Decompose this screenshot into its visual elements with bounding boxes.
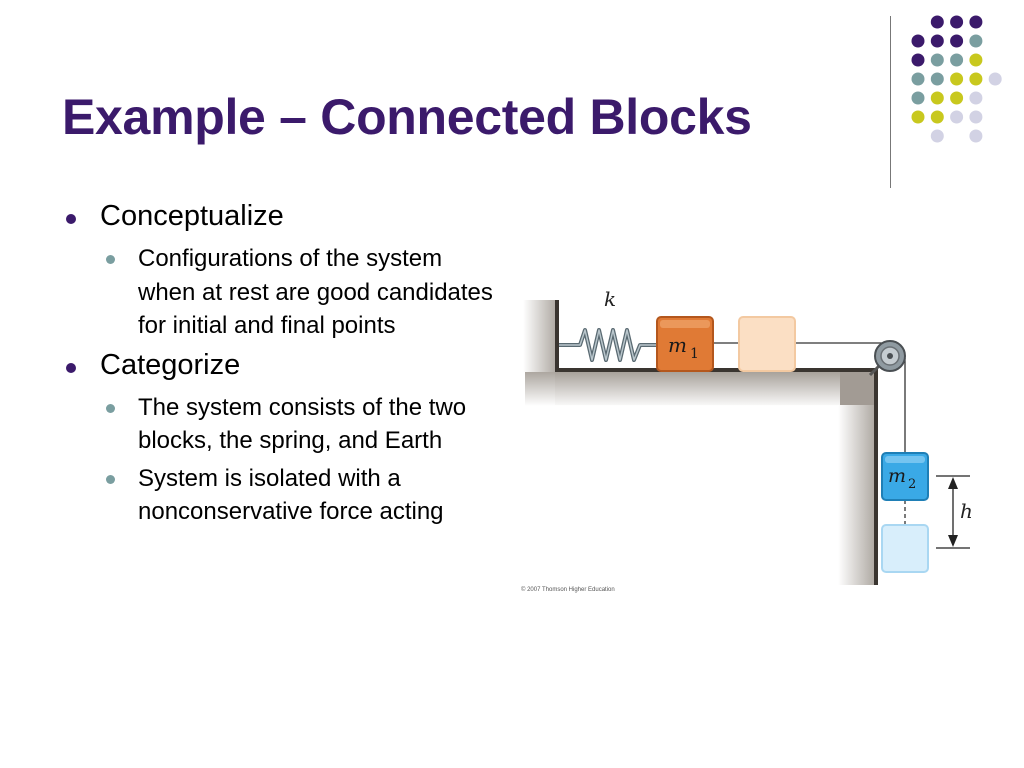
sub-bullet-configurations: Configurations of the system when at res… <box>100 242 498 343</box>
decorative-dot <box>950 72 964 86</box>
decorative-dot <box>969 15 983 29</box>
block-m1 <box>656 316 714 372</box>
decorative-dot <box>911 91 925 105</box>
sub-bullet-system-consists: The system consists of the two blocks, t… <box>100 391 498 458</box>
bullet-conceptualize: Conceptualize <box>62 198 502 234</box>
block-m1-final-position <box>738 316 796 372</box>
decorative-dot <box>969 34 983 48</box>
decorative-dot <box>911 110 925 124</box>
divider-line <box>890 16 891 188</box>
copyright-notice: © 2007 Thomson Higher Education <box>521 586 615 593</box>
spring-label: k <box>604 287 616 311</box>
left-wall <box>523 300 559 372</box>
block-m1-subscript: 1 <box>690 346 699 362</box>
bullet-list: Conceptualize Configurations of the syst… <box>62 198 502 533</box>
decorative-dot <box>969 91 983 105</box>
bullet-categorize: Categorize <box>62 347 502 383</box>
slide-title: Example – Connected Blocks <box>62 89 752 145</box>
decorative-dot <box>911 53 925 67</box>
decorative-dot <box>930 110 944 124</box>
block-m2-label: m <box>888 465 906 487</box>
decorative-dot <box>930 34 944 48</box>
decorative-dot <box>950 53 964 67</box>
decorative-dot <box>969 53 983 67</box>
decorative-dot <box>950 15 964 29</box>
decorative-dot <box>930 53 944 67</box>
block-m2 <box>881 452 929 501</box>
decorative-dot <box>911 34 925 48</box>
block-m2-final-position <box>881 524 929 573</box>
block-m2-subscript: 2 <box>908 477 916 492</box>
decorative-dot <box>988 72 1002 86</box>
height-indicator <box>936 475 970 549</box>
pulley <box>868 340 906 377</box>
decorative-dot <box>950 91 964 105</box>
decorative-dot <box>950 34 964 48</box>
decorative-dot <box>930 91 944 105</box>
decorative-dot <box>969 110 983 124</box>
decorative-dot <box>930 129 944 143</box>
decorative-dot <box>911 72 925 86</box>
block-m1-label: m <box>668 333 687 357</box>
decorative-dot <box>969 129 983 143</box>
height-label: h <box>960 499 973 523</box>
decorative-dot <box>950 110 964 124</box>
decorative-dot <box>969 72 983 86</box>
connected-blocks-diagram: k m 1 m 2 h © 2007 Thomson Higher Educat… <box>521 287 973 593</box>
decorative-dot <box>930 72 944 86</box>
sub-bullet-system-isolated: System is isolated with a nonconservativ… <box>100 462 498 529</box>
decorative-dot <box>930 15 944 29</box>
